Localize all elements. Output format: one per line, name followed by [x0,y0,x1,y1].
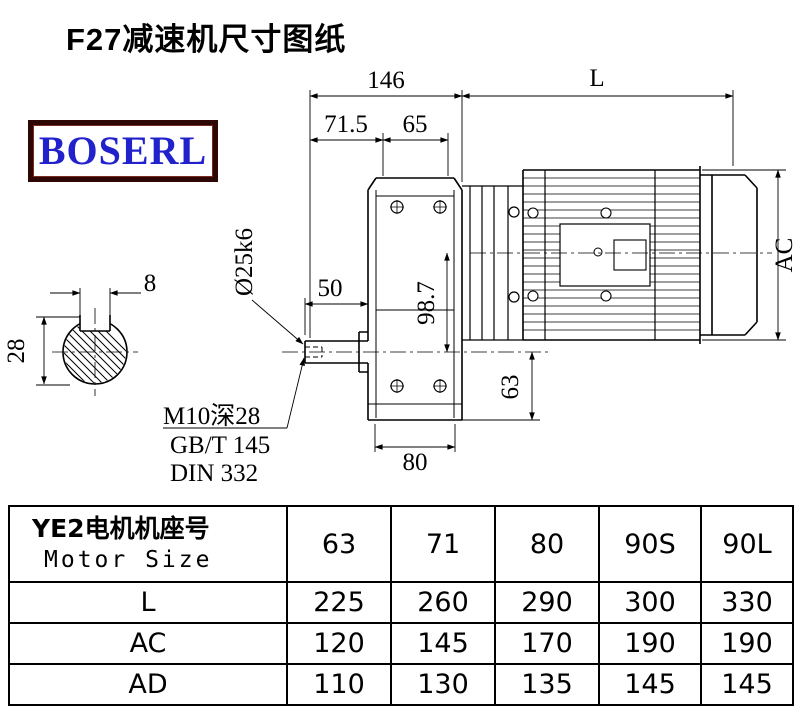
boserl-logo: BOSERL [28,120,218,182]
dim-8-label: 8 [144,270,157,297]
table-header-row: YE2电机机座号 Motor Size 63 71 80 90S 90L [8,505,794,583]
size-col-63: 63 [286,505,392,583]
page-title: F27减速机尺寸图纸 [66,22,347,57]
header-en-label: Motor Size [44,546,213,573]
dim-AC-label: AC [771,238,798,273]
size-col-90S: 90S [598,505,702,583]
size-col-90L: 90L [700,505,794,583]
AD-value-90L: 145 [700,663,794,706]
AC-value-90L: 190 [700,622,794,665]
dim-50-label: 50 [318,275,343,302]
dim-98-7-label: 98.7 [413,281,440,325]
dim-L-label: L [589,65,604,92]
L-value-90L: 330 [700,581,794,624]
row-label-AD: AD [8,663,288,706]
AC-value-63: 120 [286,622,392,665]
header-cn-label: YE2电机机座号 [32,514,210,544]
table-row-AD: AD 110 130 135 145 145 [8,663,794,706]
AD-value-63: 110 [286,663,392,706]
row-label-L: L [8,581,288,624]
AD-value-71: 130 [390,663,496,706]
gb-standard-note: GB/T 145 [170,432,270,459]
AD-value-80: 135 [494,663,600,706]
AC-value-80: 170 [494,622,600,665]
shaft-section-view [52,308,138,396]
table-row-L: L 225 260 290 300 330 [8,581,794,624]
motor-view [470,166,772,344]
boserl-logo-text: BOSERL [38,128,208,173]
dimension-lines [36,90,786,452]
AC-value-71: 145 [390,622,496,665]
dim-146-label: 146 [367,67,405,94]
din-standard-note: DIN 332 [170,460,258,487]
dim-28-label: 28 [3,339,30,364]
motor-size-table: YE2电机机座号 Motor Size 63 71 80 90S 90L L 2… [8,505,794,706]
adapter-flange-view [462,185,523,341]
L-value-90S: 300 [598,581,702,624]
dimension-drawing: 146 L 71.5 65 8 28 Ø25k6 50 98.7 63 80 A… [3,65,798,487]
dim-71-5-label: 71.5 [324,111,368,138]
thread-note: M10深28 [163,402,260,430]
size-col-71: 71 [390,505,496,583]
dim-80-label: 80 [403,449,428,476]
L-value-71: 260 [390,581,496,624]
L-value-80: 290 [494,581,600,624]
header-motor-size-cell: YE2电机机座号 Motor Size [8,505,288,583]
row-label-AC: AC [8,622,288,665]
L-value-63: 225 [286,581,392,624]
gearbox-view [282,177,548,421]
dim-shaft-label: Ø25k6 [231,228,258,296]
AC-value-90S: 190 [598,622,702,665]
table-row-AC: AC 120 145 170 190 190 [8,622,794,665]
dim-65-label: 65 [403,111,428,138]
dim-63-label: 63 [497,375,524,400]
dimension-labels: 146 L 71.5 65 8 28 Ø25k6 50 98.7 63 80 A… [3,65,798,487]
size-col-80: 80 [494,505,600,583]
AD-value-90S: 145 [598,663,702,706]
